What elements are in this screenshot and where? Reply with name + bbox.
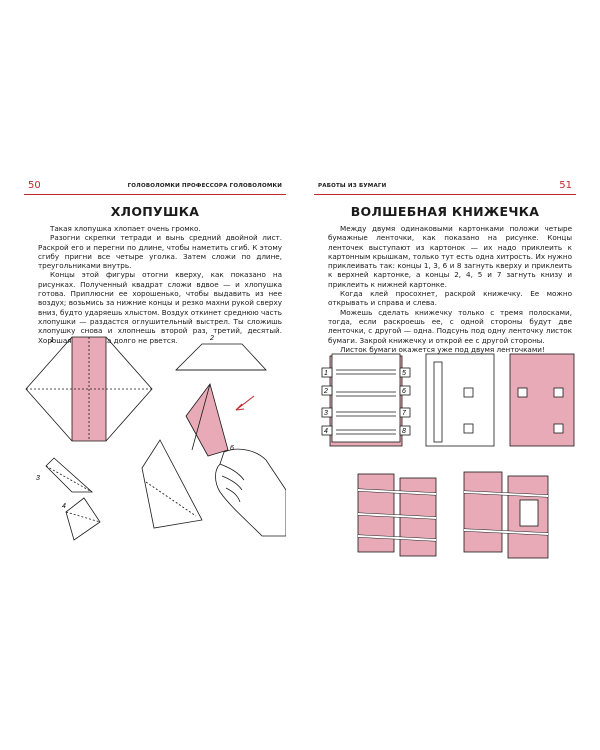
figure-number: 4 xyxy=(62,503,66,510)
arrow-icon xyxy=(235,395,255,411)
firecracker-step-1-figure xyxy=(25,336,153,442)
figure-number: 1 xyxy=(50,337,54,344)
tab-number: 5 xyxy=(402,370,406,377)
figure-number: 3 xyxy=(36,475,40,482)
firecracker-step-6-hand xyxy=(185,383,286,537)
open-book-left-figure xyxy=(357,473,437,557)
running-header-right: РАБОТЫ ИЗ БУМАГИ 51 xyxy=(314,180,576,195)
tab-number: 1 xyxy=(324,370,328,377)
paragraph: Когда клей просохнет, раскрой книжечку. … xyxy=(328,289,572,308)
article-body-right: Между двумя одинаковыми картонками полож… xyxy=(328,224,572,354)
paragraph: Концы этой фигуры отогни кверху, как пок… xyxy=(38,270,282,345)
page-number-right: 51 xyxy=(559,180,572,191)
open-book-right-figure xyxy=(463,471,549,559)
running-header-left: 50 ГОЛОВОЛОМКИ ПРОФЕССОРА ГОЛОВОЛОМКИ xyxy=(24,180,286,195)
paragraph: Между двумя одинаковыми картонками полож… xyxy=(328,224,572,289)
tab-number: 7 xyxy=(402,410,407,417)
magic-book-illustration: 1 2 3 4 5 6 7 8 xyxy=(314,348,576,566)
tab-number: 6 xyxy=(402,388,406,395)
article-title-left: ХЛОПУШКА xyxy=(110,204,200,219)
book-spread: 50 ГОЛОВОЛОМКИ ПРОФЕССОРА ГОЛОВОЛОМКИ ХЛ… xyxy=(24,180,576,566)
firecracker-step-3-figure xyxy=(45,457,94,493)
figure-number: 2 xyxy=(209,335,214,342)
firecracker-step-2-figure xyxy=(175,343,267,371)
firecracker-step-5-figure xyxy=(141,439,203,529)
paragraph: Разогни скрепки тетради и вынь средний д… xyxy=(38,233,282,271)
paragraph: Такая хлопушка хлопает очень громко. xyxy=(50,224,201,233)
paragraph: Листок бумаги окажется уже под двумя лен… xyxy=(340,344,545,354)
firecracker-step-4-figure xyxy=(65,497,101,541)
running-title-left: ГОЛОВОЛОМКИ ПРОФЕССОРА ГОЛОВОЛОМКИ xyxy=(127,183,282,189)
paragraph: Можешь сделать книжечку только с тремя п… xyxy=(328,307,572,345)
tab-number: 4 xyxy=(324,428,328,435)
white-cover-figure xyxy=(425,353,495,447)
running-title-right: РАБОТЫ ИЗ БУМАГИ xyxy=(318,183,387,189)
page-number-left: 50 xyxy=(28,180,41,191)
tab-number: 3 xyxy=(324,410,328,417)
firecracker-illustration: 1 2 3 4 6 xyxy=(24,330,286,566)
article-body-left: Такая хлопушка хлопает очень громко. Раз… xyxy=(38,224,282,345)
pink-cover-figure xyxy=(509,353,575,447)
right-page: РАБОТЫ ИЗ БУМАГИ 51 ВОЛШЕБНАЯ КНИЖЕЧКА М… xyxy=(314,180,576,566)
tab-number: 2 xyxy=(323,388,328,395)
left-page: 50 ГОЛОВОЛОМКИ ПРОФЕССОРА ГОЛОВОЛОМКИ ХЛ… xyxy=(24,180,286,566)
tab-number: 8 xyxy=(402,428,406,435)
book-with-ribbons-figure xyxy=(321,353,411,447)
figure-number: 6 xyxy=(230,445,234,452)
article-title-right: ВОЛШЕБНАЯ КНИЖЕЧКА xyxy=(350,204,540,219)
